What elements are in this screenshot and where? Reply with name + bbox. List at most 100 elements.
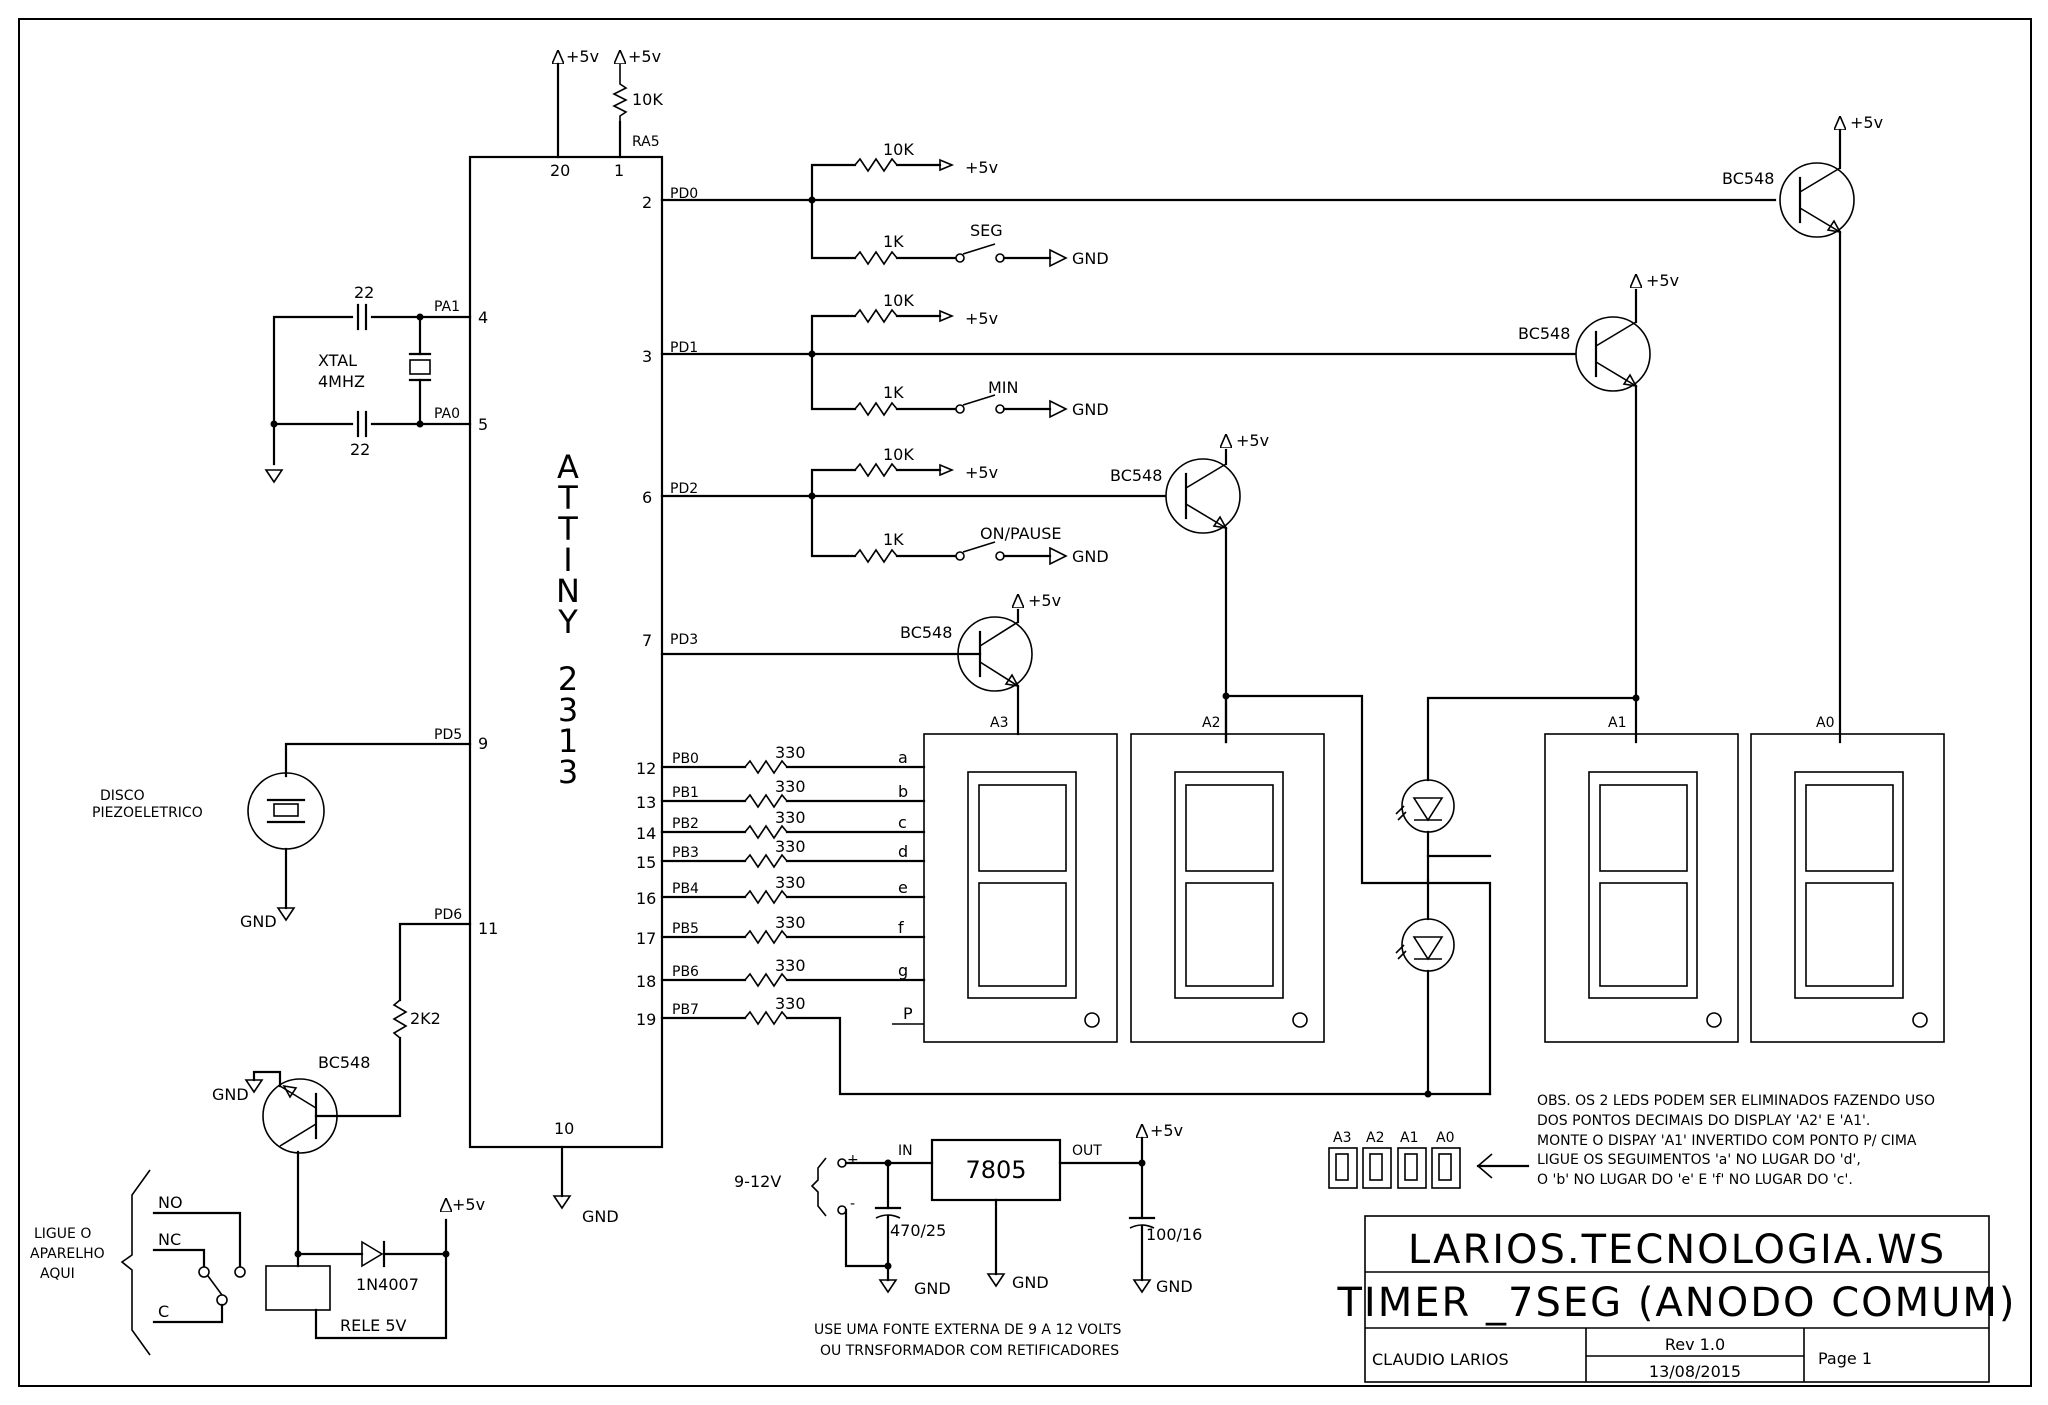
anode-wiring <box>1222 692 1640 1098</box>
svg-text:3: 3 <box>558 753 578 791</box>
svg-text:A0: A0 <box>1816 715 1834 731</box>
svg-text:A1: A1 <box>1400 1130 1418 1146</box>
svg-text:IN: IN <box>898 1143 913 1159</box>
svg-text:18: 18 <box>636 972 656 991</box>
svg-text:14: 14 <box>636 824 656 843</box>
svg-text:330: 330 <box>775 913 806 932</box>
relay-circuit: PD6 11 2K2 BC548 GND +5v 1N4007 RELE 5V <box>30 907 498 1356</box>
svg-text:BC548: BC548 <box>318 1053 370 1072</box>
svg-text:12: 12 <box>636 759 656 778</box>
svg-text:19: 19 <box>636 1010 656 1029</box>
svg-text:1: 1 <box>558 722 578 760</box>
svg-text:2: 2 <box>642 193 652 212</box>
pin-10-label: 10 <box>554 1119 574 1138</box>
svg-text:BC548: BC548 <box>1518 324 1570 343</box>
button-min-circuit: +5v 10K 1K GND MIN <box>660 291 1577 419</box>
svg-text:A3: A3 <box>1333 1130 1351 1146</box>
vcc-label: +5v <box>628 47 661 66</box>
svg-text:PIEZOELETRICO: PIEZOELETRICO <box>92 805 203 821</box>
svg-text:+5v: +5v <box>1850 113 1883 132</box>
svg-text:+: + <box>847 1152 859 1168</box>
svg-text:b: b <box>898 782 908 801</box>
project-title: TIMER _7SEG (ANODO COMUM) <box>1336 1280 2016 1326</box>
segment-row: 17 PB5 330 f <box>636 913 926 948</box>
svg-text:GND: GND <box>1156 1277 1193 1296</box>
svg-text:330: 330 <box>775 956 806 975</box>
svg-text:GND: GND <box>1072 547 1109 566</box>
date: 13/08/2015 <box>1649 1362 1741 1381</box>
svg-text:330: 330 <box>775 994 806 1013</box>
svg-text:+5v: +5v <box>1236 431 1269 450</box>
svg-text:6: 6 <box>642 488 652 507</box>
svg-text:T: T <box>557 510 578 548</box>
svg-text:Y: Y <box>557 603 578 641</box>
svg-text:330: 330 <box>775 743 806 762</box>
svg-text:3: 3 <box>558 691 578 729</box>
svg-text:O 'b' NO LUGAR DO 'e' E 'f' NO: O 'b' NO LUGAR DO 'e' E 'f' NO LUGAR DO … <box>1537 1172 1853 1188</box>
segment-row: 16 PB4 330 e <box>636 873 926 908</box>
svg-text:f: f <box>898 918 904 937</box>
button-min-label: MIN <box>988 378 1019 397</box>
svg-text:330: 330 <box>775 873 806 892</box>
mcu-attiny2313: A T T I N Y 2 3 1 3 +5v 20 +5v 10K RA5 1… <box>468 47 663 1226</box>
svg-text:4: 4 <box>478 308 488 327</box>
revision: Rev 1.0 <box>1665 1335 1725 1354</box>
svg-text:PB1: PB1 <box>672 785 699 801</box>
reset-label: RA5 <box>632 134 660 150</box>
svg-text:1K: 1K <box>883 530 904 549</box>
svg-text:470/25: 470/25 <box>890 1221 946 1240</box>
button-onpause-circuit: +5v 10K 1K GND ON/PAUSE <box>660 445 1167 566</box>
svg-text:PD0: PD0 <box>670 186 698 202</box>
svg-text:+5v: +5v <box>965 463 998 482</box>
observations-note: OBS. OS 2 LEDS PODEM SER ELIMINADOS FAZE… <box>1537 1093 1935 1188</box>
svg-text:AQUI: AQUI <box>40 1266 75 1282</box>
svg-text:1K: 1K <box>883 232 904 251</box>
svg-text:PA0: PA0 <box>434 406 460 422</box>
svg-text:USE UMA FONTE EXTERNA DE 9 A 1: USE UMA FONTE EXTERNA DE 9 A 12 VOLTS <box>814 1322 1121 1338</box>
svg-text:PB7: PB7 <box>672 1002 699 1018</box>
svg-text:330: 330 <box>775 777 806 796</box>
svg-text:22: 22 <box>354 283 374 302</box>
svg-text:100/16: 100/16 <box>1146 1225 1202 1244</box>
svg-text:5: 5 <box>478 415 488 434</box>
diode-label: 1N4007 <box>356 1275 419 1294</box>
svg-text:A2: A2 <box>1366 1130 1384 1146</box>
svg-text:PD2: PD2 <box>670 481 698 497</box>
svg-text:A3: A3 <box>990 715 1008 731</box>
svg-text:RELE 5V: RELE 5V <box>340 1316 407 1335</box>
svg-text:PB3: PB3 <box>672 845 699 861</box>
svg-text:C: C <box>158 1302 169 1321</box>
svg-text:PD1: PD1 <box>670 340 698 356</box>
sheet-border <box>18 18 2032 1387</box>
svg-text:MONTE O DISPAY 'A1' INVERTIDO: MONTE O DISPAY 'A1' INVERTIDO COM PONTO … <box>1537 1133 1917 1149</box>
piezo-buzzer: PD5 9 GND DISCO PIEZOELETRICO <box>92 727 488 931</box>
svg-text:NO: NO <box>158 1193 183 1212</box>
svg-text:PB4: PB4 <box>672 881 699 897</box>
display-orientation-illustration: A3 A2 A1 A0 <box>1328 1130 1530 1189</box>
svg-text:PA1: PA1 <box>434 299 460 315</box>
mcu-name: A T T I N Y 2 3 1 3 <box>556 448 580 791</box>
svg-text:1K: 1K <box>883 383 904 402</box>
svg-text:e: e <box>898 878 908 897</box>
svg-text:2K2: 2K2 <box>410 1009 441 1028</box>
svg-text:-: - <box>850 1196 855 1212</box>
svg-text:APARELHO: APARELHO <box>30 1246 105 1262</box>
svg-text:PB2: PB2 <box>672 816 699 832</box>
svg-text:+5v: +5v <box>1028 591 1061 610</box>
svg-text:g: g <box>898 961 908 980</box>
regulator-label: 7805 <box>965 1156 1026 1184</box>
svg-text:c: c <box>898 813 907 832</box>
svg-text:LIGUE OS SEGUIMENTOS 'a' NO LU: LIGUE OS SEGUIMENTOS 'a' NO LUGAR DO 'd'… <box>1537 1152 1861 1168</box>
svg-text:A2: A2 <box>1202 715 1220 731</box>
segment-row: 14 PB2 330 c <box>636 808 926 843</box>
svg-text:10K: 10K <box>883 291 914 310</box>
svg-text:330: 330 <box>775 808 806 827</box>
transistor-a3: +5v BC548 <box>660 591 1061 736</box>
svg-text:GND: GND <box>914 1279 951 1298</box>
svg-text:GND: GND <box>1072 249 1109 268</box>
transistor-a2: +5v BC548 <box>1110 431 1269 744</box>
page-number: Page 1 <box>1818 1349 1872 1368</box>
svg-text:XTAL: XTAL <box>318 351 357 370</box>
gnd-label: GND <box>582 1207 619 1226</box>
svg-text:GND: GND <box>240 912 277 931</box>
